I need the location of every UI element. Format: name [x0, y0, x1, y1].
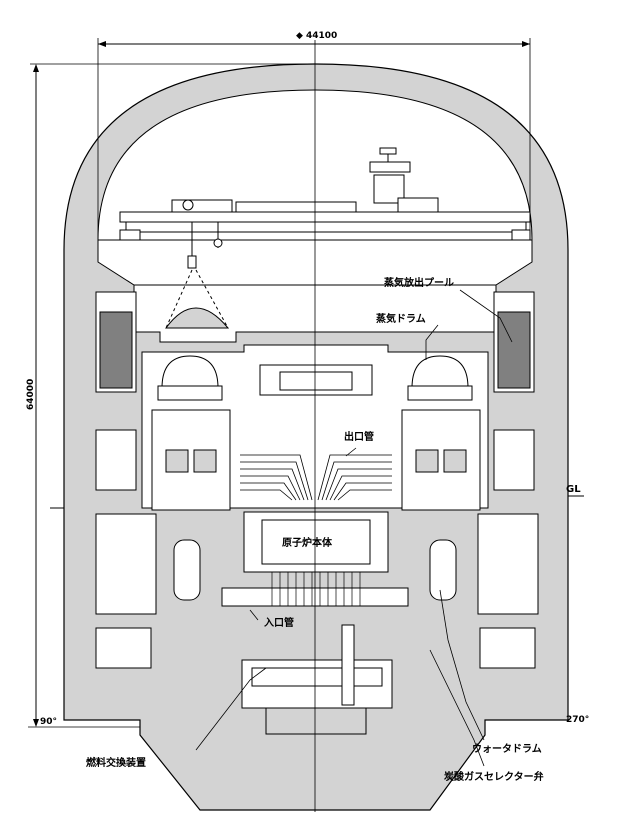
side-rooms [95, 429, 539, 669]
height-dimension-label: 64000 [26, 379, 36, 410]
outlet-pipe-bundle [240, 454, 392, 501]
label-reactor-body: 原子炉本体 [282, 536, 333, 549]
fuel-shaft [341, 624, 355, 706]
lower-pit [265, 707, 367, 735]
width-dimension-label: 44100 [306, 31, 337, 41]
width-dimension-prefix: ◆ [296, 31, 303, 41]
lifted-reactor-cap [165, 307, 230, 329]
label-inlet-pipe: 入口管 [264, 616, 294, 629]
steam-drum-left-group [151, 355, 231, 511]
overhead-crane [119, 147, 531, 269]
ground-level-label: GL [566, 484, 581, 495]
label-fuel-exchange-device: 燃料交換装置 [86, 756, 146, 769]
label-outlet-pipe: 出口管 [344, 430, 374, 443]
height-arrow-bottom [33, 719, 39, 727]
label-co2-selector-valve: 炭酸ガスセレクター弁 [444, 770, 544, 783]
fuel-exchange-device [251, 667, 383, 687]
height-arrow-top [33, 64, 39, 72]
top-shield-inner [279, 371, 353, 391]
water-drum-right [429, 539, 457, 601]
label-steam-drum: 蒸気ドラム [376, 312, 426, 325]
steam-pool-right-water [497, 311, 531, 389]
width-arrow-left [98, 41, 106, 47]
reactor-core [261, 519, 371, 565]
label-water-drum: ウォータドラム [472, 743, 542, 755]
steam-drum-right-group [401, 355, 481, 511]
label-steam-discharge-pool: 蒸気放出プール [384, 276, 454, 289]
angle-right-label: 270° [566, 715, 589, 725]
steam-pool-left-water [99, 311, 133, 389]
inlet-pipe-bundle [271, 572, 361, 606]
angle-left-label: 90° [40, 717, 57, 727]
water-drum-left [173, 539, 201, 601]
width-arrow-right [522, 41, 530, 47]
leader-lines [195, 289, 513, 767]
